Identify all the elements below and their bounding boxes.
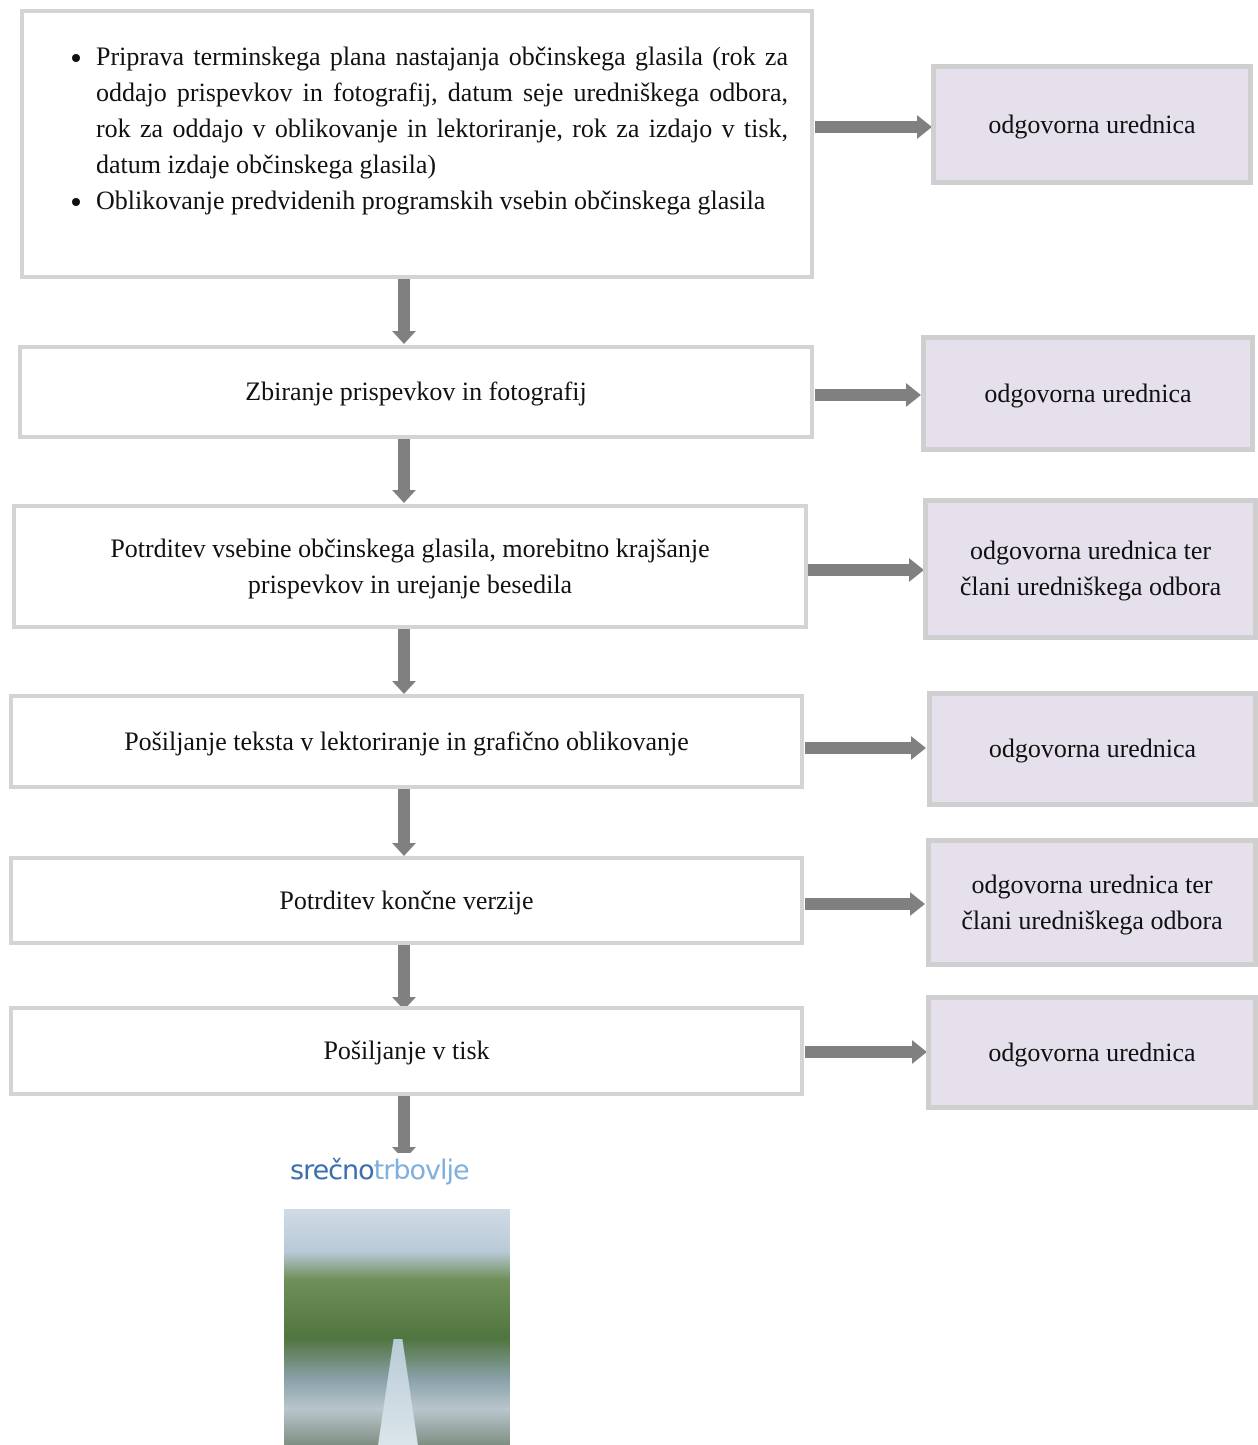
step-1-role-box: odgovorna urednica [931, 64, 1253, 185]
arrow-down-1-2 [392, 279, 416, 344]
step-4-role-box: odgovorna urednica [927, 691, 1258, 807]
step-5-role-line-2: člani uredniškega odbora [961, 905, 1223, 935]
step-3-role-box: odgovorna urednica ter člani uredniškega… [923, 498, 1258, 640]
step-2-box: Zbiranje prispevkov in fotografij [18, 345, 814, 439]
step-6-text: Pošiljanje v tisk [323, 1036, 490, 1065]
arrow-down-4-5 [392, 789, 416, 856]
arrow-down-5-6 [392, 945, 416, 1010]
arrow-down-3-4 [392, 629, 416, 694]
arrow-right-step-3 [808, 558, 924, 582]
arrow-right-step-5 [805, 892, 925, 916]
step-1-bullet-list: Priprava terminskega plana nastajanja ob… [46, 39, 788, 219]
step-4-text: Pošiljanje teksta v lektoriranje in graf… [124, 726, 689, 756]
step-6-box: Pošiljanje v tisk [9, 1006, 804, 1096]
step-2-role-box: odgovorna urednica [921, 335, 1255, 452]
cover-river-shape [376, 1339, 420, 1445]
arrow-down-2-3 [392, 439, 416, 503]
arrow-right-step-4 [805, 736, 926, 760]
step-2-text: Zbiranje prispevkov in fotografij [245, 377, 587, 406]
step-5-text: Potrditev končne verzije [279, 885, 534, 915]
step-3-role-line-1: odgovorna urednica ter [969, 536, 1212, 565]
step-5-role-line-1: odgovorna urednica ter [971, 869, 1213, 899]
step-5-box: Potrditev končne verzije [9, 856, 804, 945]
step-6-role-box: odgovorna urednica [926, 995, 1258, 1110]
cover-masthead: srečnotrbovlje [284, 1153, 510, 1209]
cover-valley-photo [284, 1209, 510, 1445]
magazine-cover-image: srečnotrbovlje [284, 1153, 510, 1445]
step-3-box: Potrditev vsebine občinskega glasila, mo… [12, 504, 808, 629]
arrow-right-step-2 [815, 383, 921, 407]
step-1-bullet-1: Priprava terminskega plana nastajanja ob… [94, 39, 788, 183]
arrow-down-6-cover [392, 1096, 416, 1160]
arrow-right-step-6 [805, 1040, 927, 1064]
step-5-role-box: odgovorna urednica ter člani uredniškega… [926, 838, 1258, 967]
cover-logo: srečnotrbovlje [290, 1155, 470, 1186]
arrow-right-step-1 [815, 115, 932, 139]
step-1-box: Priprava terminskega plana nastajanja ob… [20, 9, 814, 279]
step-3-text-line-2: prispevkov in urejanje besedila [247, 569, 573, 599]
step-3-role-line-2: člani uredniškega odbora [959, 572, 1222, 601]
step-4-box: Pošiljanje teksta v lektoriranje in graf… [9, 694, 804, 789]
step-3-text-line-1: Potrditev vsebine občinskega glasila, mo… [110, 533, 710, 563]
step-1-bullet-2: Oblikovanje predvidenih programskih vseb… [94, 183, 788, 219]
